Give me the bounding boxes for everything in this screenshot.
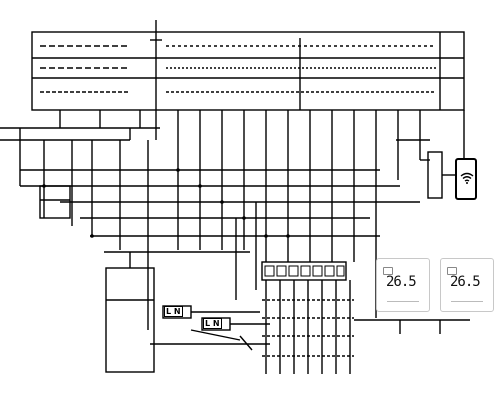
thermostat-buttons [387,301,419,305]
power-supply-outline [105,267,155,373]
display-icon [383,267,393,275]
thermostat-temperature: 26.5 [386,274,417,290]
relay-module-outline [261,261,347,281]
terminal-l-label: L [166,307,172,316]
display-icon [447,267,457,275]
terminal-l-label: L [205,319,211,328]
wifi-icon [460,172,474,187]
terminal-n-label: N [173,307,181,316]
controller-board-outline [31,31,465,111]
terminal-block-2: L N [203,318,222,329]
terminal-block-1: L N [164,306,183,317]
thermostat-2: 26.5 [440,258,494,312]
terminal-n-label: N [212,319,220,328]
smartphone-icon [455,158,477,200]
thermostat-buttons [451,301,483,305]
thermostat-temperature: 26.5 [450,274,481,290]
thermostat-1: 26.5 [376,258,430,312]
